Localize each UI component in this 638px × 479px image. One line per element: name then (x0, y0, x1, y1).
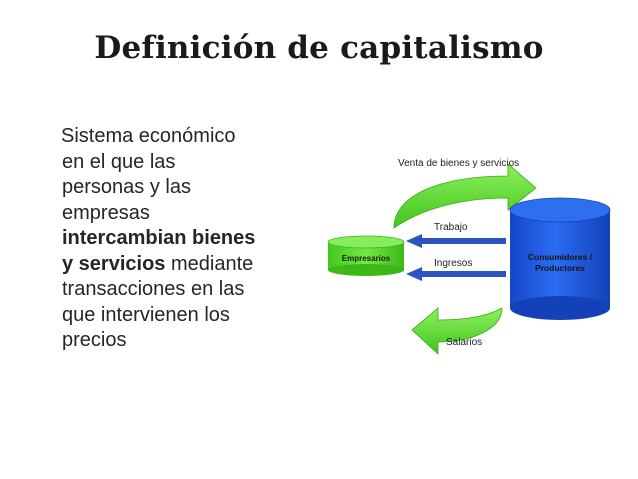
consumidores-cylinder: Consumidores / Productores (509, 197, 611, 320)
definition-text: Sistema económico en el que las personas… (61, 124, 322, 354)
trabajo-label: Trabajo (434, 222, 468, 233)
definition-line: precios (62, 329, 127, 351)
top-green-arrow (393, 163, 537, 229)
definition-line: transacciones en las (62, 278, 245, 300)
ingresos-label: Ingresos (434, 258, 472, 269)
bold-phrase: y servicios (62, 252, 166, 275)
empresarios-cylinder: Empresarios (327, 235, 405, 276)
ingresos-arrow (406, 267, 506, 281)
definition-line: que intervienen los (62, 303, 230, 326)
trabajo-arrow (406, 234, 506, 248)
definition-line: en el que las (62, 150, 176, 173)
definition-fragment: mediante (165, 252, 254, 275)
consumidores-label-line1: Consumidores / (528, 252, 593, 262)
bottom-flow-label: Salarios (446, 337, 482, 348)
definition-line-bold: intercambian bienes (62, 226, 322, 252)
top-flow-label: Venta de bienes y servicios (398, 158, 519, 169)
bold-phrase: intercambian bienes (62, 227, 256, 249)
definition-line: Sistema económico (61, 125, 236, 147)
definition-line: empresas (62, 201, 150, 224)
circular-flow-diagram: Venta de bienes y servicios Salarios Tra… (327, 158, 611, 355)
definition-line-mixed: y servicios mediante (62, 252, 322, 278)
consumidores-label-line2: Productores (535, 263, 585, 273)
definition-line: personas y las (62, 176, 191, 198)
page-title: Definición de capitalismo (94, 30, 544, 66)
bottom-green-arrow (411, 307, 503, 355)
empresarios-label: Empresarios (342, 254, 391, 263)
